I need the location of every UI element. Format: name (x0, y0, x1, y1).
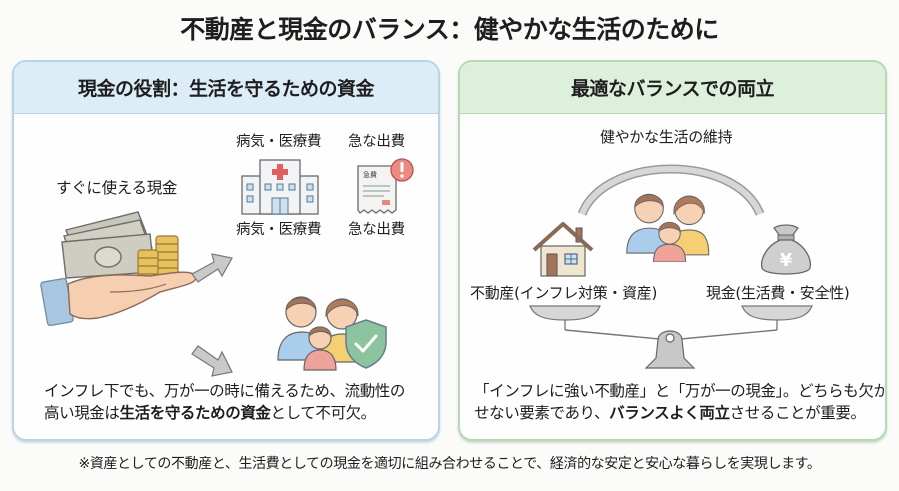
cash-balance-label: 現金(生活費・安全性) (706, 284, 850, 302)
house-icon (532, 222, 594, 277)
svg-text:¥: ¥ (780, 250, 793, 271)
cash-role-header: 現金の役割：生活を守るための資金 (14, 62, 438, 114)
cash-stack-icon (61, 211, 155, 279)
footer-note: ※資産としての不動産と、生活費としての現金を適切に組み合わせることで、経済的な安… (78, 456, 821, 472)
family-icon (626, 193, 710, 262)
svg-text:急費: 急費 (363, 170, 377, 179)
cash-role-description: インフレ下でも、万が一の時に備えるため、流動性の 高い現金は生活を守るための資金… (44, 382, 406, 422)
balance-header: 最適なバランスでの両立 (460, 62, 885, 114)
shield-check-icon (345, 319, 387, 369)
receipt-alert-icon: 急費 (357, 158, 414, 214)
page-title: 不動産と現金のバランス：健やかな生活のために (180, 15, 719, 44)
hospital-icon (241, 159, 319, 215)
expense-label-top: 急な出費 (348, 134, 405, 150)
hospital-label-bottom: 病気・医療費 (236, 222, 322, 238)
balance-scale-icon (529, 305, 813, 369)
cash-role-panel: 現金の役割：生活を守るための資金 すぐに使える現金 病気・医療費 (12, 60, 440, 441)
arc-label: 健やかな生活の維持 (600, 128, 733, 146)
balance-panel: 最適なバランスでの両立 健やかな生活の維持 ¥ 不動産(インフレ対策・資産) 現… (458, 60, 887, 441)
arc-icon (577, 164, 765, 216)
cash-label: すぐに使える現金 (56, 179, 178, 197)
hospital-label-top: 病気・医療費 (236, 134, 322, 150)
money-bag-icon: ¥ (760, 224, 812, 275)
expense-label-bottom: 急な出費 (348, 222, 405, 238)
open-hand-icon (40, 271, 197, 327)
balance-description: 「インフレに強い不動産」と「万が一の現金」。どちらも欠か せない要素であり、バラ… (474, 382, 887, 422)
arrow-down-right-icon (191, 345, 233, 377)
real-estate-label: 不動産(インフレ対策・資産) (470, 284, 658, 302)
arrow-up-right-icon (191, 253, 233, 283)
